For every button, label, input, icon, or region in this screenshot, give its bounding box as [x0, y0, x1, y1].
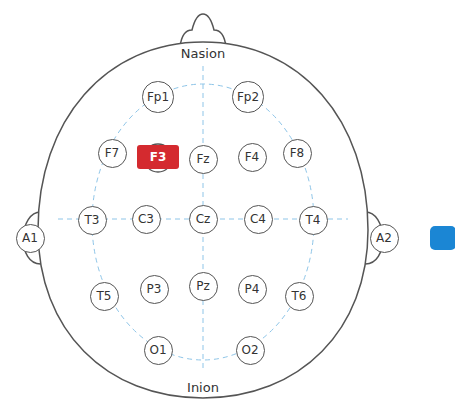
electrode-label: Pz: [196, 280, 210, 292]
electrode-circle: T5: [90, 282, 119, 311]
electrode-label: Fz: [196, 153, 209, 165]
electrode-circle: Fp2: [232, 81, 263, 112]
electrode-label: A2: [376, 232, 392, 244]
electrode-label: F7: [105, 147, 120, 159]
electrode-label: Cz: [196, 213, 211, 225]
electrode-circle: T3: [78, 206, 107, 235]
electrode-label: C4: [250, 213, 266, 225]
electrode-label: F3: [150, 151, 167, 163]
electrode-circle: A1: [16, 224, 45, 253]
electrode-label: P3: [147, 283, 162, 295]
electrode-label: C3: [138, 213, 154, 225]
electrode-label: F8: [290, 147, 305, 159]
highlighted-electrode: F3: [137, 145, 179, 169]
electrode-circle: Pz: [189, 272, 218, 301]
electrode-label: A1: [22, 232, 38, 244]
side-marker: [430, 226, 455, 250]
electrode-circle: C4: [244, 205, 273, 234]
electrode-label: T5: [97, 290, 112, 302]
electrode-circle: Fz: [189, 145, 218, 174]
electrode-label: O2: [241, 344, 258, 356]
electrode-label: Fp1: [147, 91, 169, 103]
landmark-label: Nasion: [179, 46, 227, 61]
electrode-circle: F8: [283, 139, 312, 168]
electrode-circle: F4: [238, 143, 267, 172]
electrode-circle: O2: [236, 336, 265, 365]
electrode-label: P4: [245, 283, 260, 295]
electrode-label: T3: [85, 214, 100, 226]
electrode-circle: F7: [98, 139, 127, 168]
electrode-label: T4: [306, 214, 321, 226]
electrode-circle: P3: [140, 275, 169, 304]
electrode-label: O1: [149, 344, 166, 356]
landmark-label: Inion: [185, 380, 221, 395]
electrode-circle: A2: [370, 224, 399, 253]
electrode-label: T6: [292, 290, 307, 302]
electrode-circle: Fp1: [142, 81, 173, 112]
electrode-circle: T6: [285, 282, 314, 311]
electrode-circle: O1: [144, 336, 173, 365]
electrode-circle: Cz: [189, 205, 218, 234]
electrode-label: Fp2: [237, 91, 259, 103]
electrode-circle: T4: [299, 206, 328, 235]
electrode-label: F4: [245, 151, 260, 163]
electrode-circle: C3: [132, 205, 161, 234]
electrode-circle: P4: [238, 275, 267, 304]
head-outline: [38, 42, 368, 398]
